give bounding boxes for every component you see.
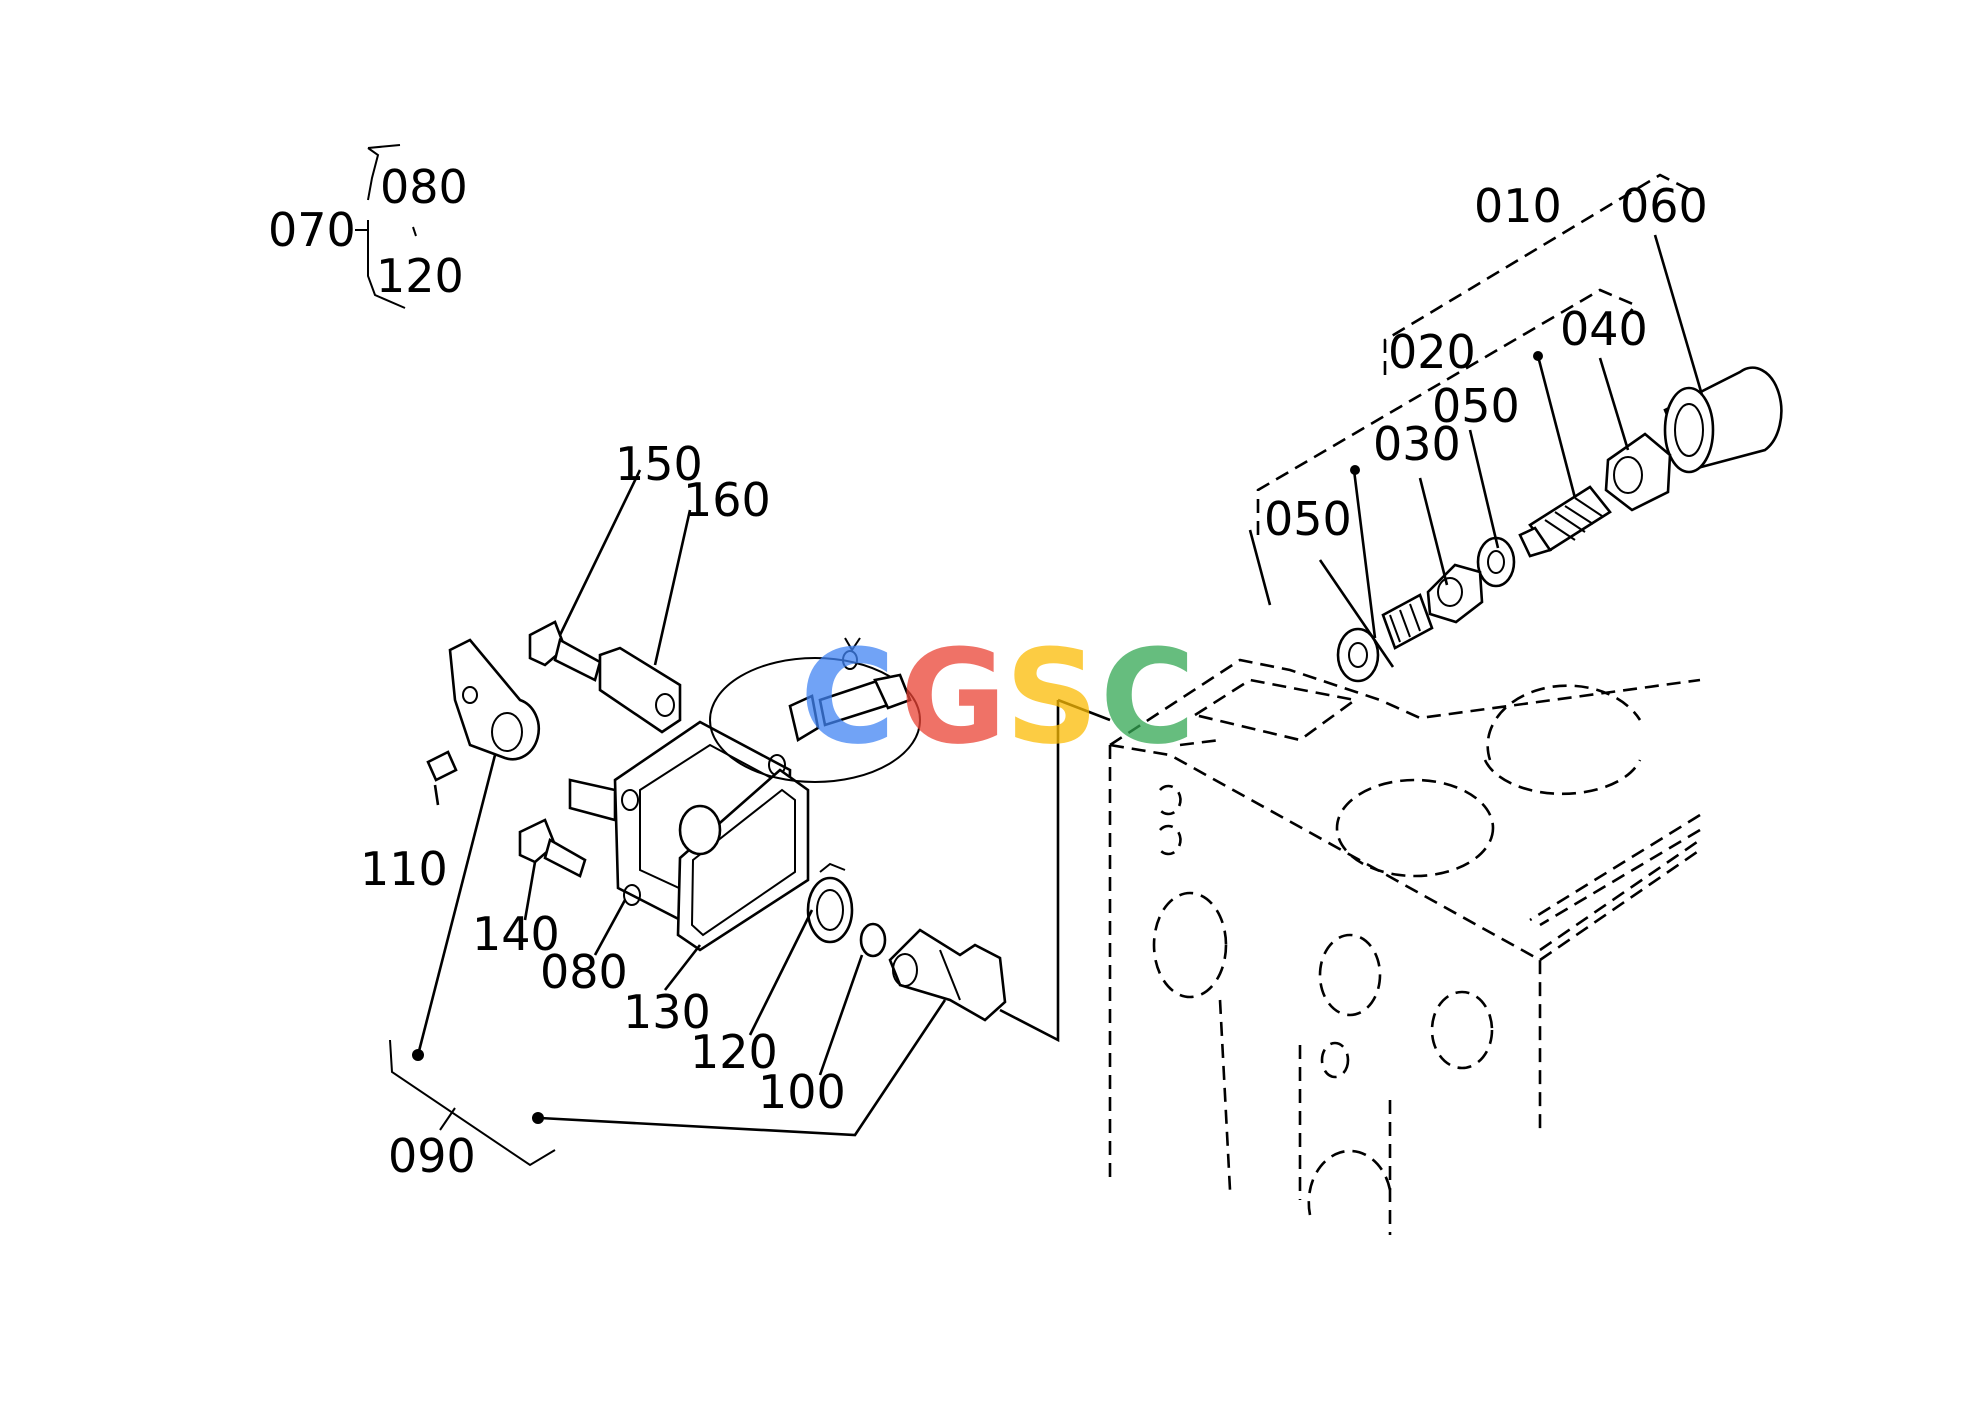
callout-110: 110 <box>360 842 448 896</box>
callout-050-top: 050 <box>1432 379 1520 433</box>
nozzle-parts <box>1336 366 1783 683</box>
callout-080-group: 080 <box>380 160 468 214</box>
callout-020: 020 <box>1388 325 1476 379</box>
callout-labels: 070 080 120 010 060 020 040 050 030 050 … <box>268 160 1708 1183</box>
callout-070: 070 <box>268 203 356 257</box>
leader-lines <box>389 234 1704 1167</box>
callout-130: 130 <box>623 985 711 1039</box>
callout-120: 120 <box>690 1025 778 1079</box>
callout-010: 010 <box>1474 179 1562 233</box>
callout-090: 090 <box>388 1129 476 1183</box>
callout-080: 080 <box>540 945 628 999</box>
watermark-letter-c2: C <box>1100 621 1195 773</box>
callout-160: 160 <box>683 473 771 527</box>
callout-030: 030 <box>1373 417 1461 471</box>
callout-150: 150 <box>615 437 703 491</box>
callout-140: 140 <box>472 907 560 961</box>
engine-block <box>1108 658 1701 1235</box>
callout-050-left: 050 <box>1264 492 1352 546</box>
callout-120-group: 120 <box>376 249 464 303</box>
watermark-letter-g: G <box>900 621 1007 773</box>
watermark-letter-c1: C <box>800 621 895 773</box>
watermark-letter-s: S <box>1005 621 1099 773</box>
reference-dots <box>412 351 1543 1124</box>
governor-cover-assembly <box>426 620 1007 1022</box>
callout-060: 060 <box>1620 179 1708 233</box>
assembly-bracket-010 <box>1256 173 1691 535</box>
callout-100: 100 <box>758 1065 846 1119</box>
group-bracket-070 <box>355 144 417 309</box>
watermark-logo: C G S C <box>800 621 1195 773</box>
callout-040: 040 <box>1560 302 1648 356</box>
